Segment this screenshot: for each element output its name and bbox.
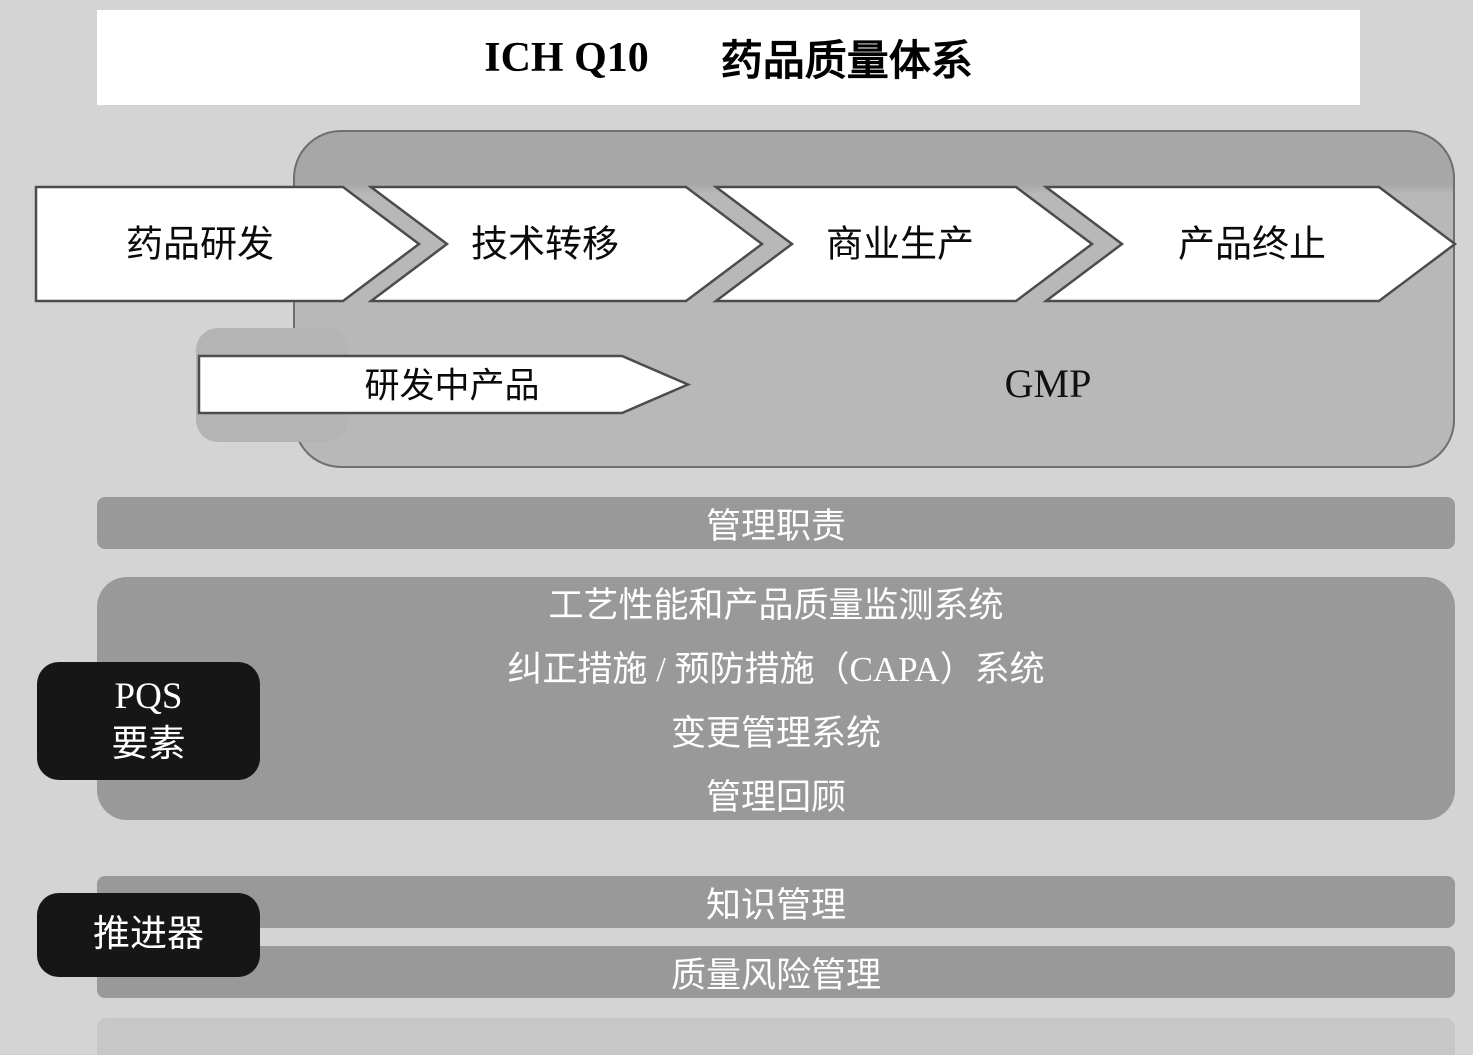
enablers-side-label-text: 推进器 — [93, 913, 204, 955]
quality-risk-management-bar: 质量风险管理 — [97, 946, 1455, 998]
management-responsibilities-bar: 管理职责 — [97, 497, 1455, 549]
bottom-strip — [97, 1018, 1455, 1055]
stage-arrow-discontinuation — [1042, 185, 1458, 303]
pqs-element-monitoring: 工艺性能和产品质量监测系统 — [548, 586, 1004, 625]
stage-label-development: 药品研发 — [126, 224, 274, 266]
pqs-element-change-management: 变更管理系统 — [670, 714, 881, 753]
title-zh: 药品质量体系 — [720, 39, 973, 85]
knowledge-management-bar: 知识管理 — [97, 876, 1455, 928]
investigational-product-arrow — [197, 354, 692, 415]
quality-risk-management-label: 质量风险管理 — [670, 955, 881, 995]
enablers-side-label: 推进器 — [37, 893, 260, 977]
gmp-label: GMP — [1004, 361, 1092, 406]
pqs-element-capa: 纠正措施 / 预防措施（CAPA）系统 — [507, 650, 1045, 689]
title-bar: ICH Q10 药品质量体系 — [97, 10, 1360, 105]
stage-arrow-development — [34, 185, 422, 303]
pqs-elements-side-label: PQS 要素 — [37, 662, 260, 780]
investigational-product-label: 研发中产品 — [364, 367, 539, 406]
stage-arrow-tech-transfer — [367, 185, 765, 303]
stage-arrow-commercial — [712, 185, 1095, 303]
pqs-elements-panel: 工艺性能和产品质量监测系统 纠正措施 / 预防措施（CAPA）系统 变更管理系统… — [97, 577, 1455, 820]
pqs-side-label-line2: 要素 — [111, 724, 186, 765]
pqs-side-label-line1: PQS — [114, 675, 183, 717]
management-responsibilities-label: 管理职责 — [705, 506, 846, 546]
knowledge-management-label: 知识管理 — [705, 885, 846, 925]
stage-label-commercial: 商业生产 — [826, 224, 974, 266]
pqs-element-management-review: 管理回顾 — [705, 778, 846, 817]
stage-label-discontinuation: 产品终止 — [1178, 224, 1326, 266]
title-en: ICH Q10 — [484, 34, 649, 81]
stage-label-tech-transfer: 技术转移 — [471, 225, 619, 266]
